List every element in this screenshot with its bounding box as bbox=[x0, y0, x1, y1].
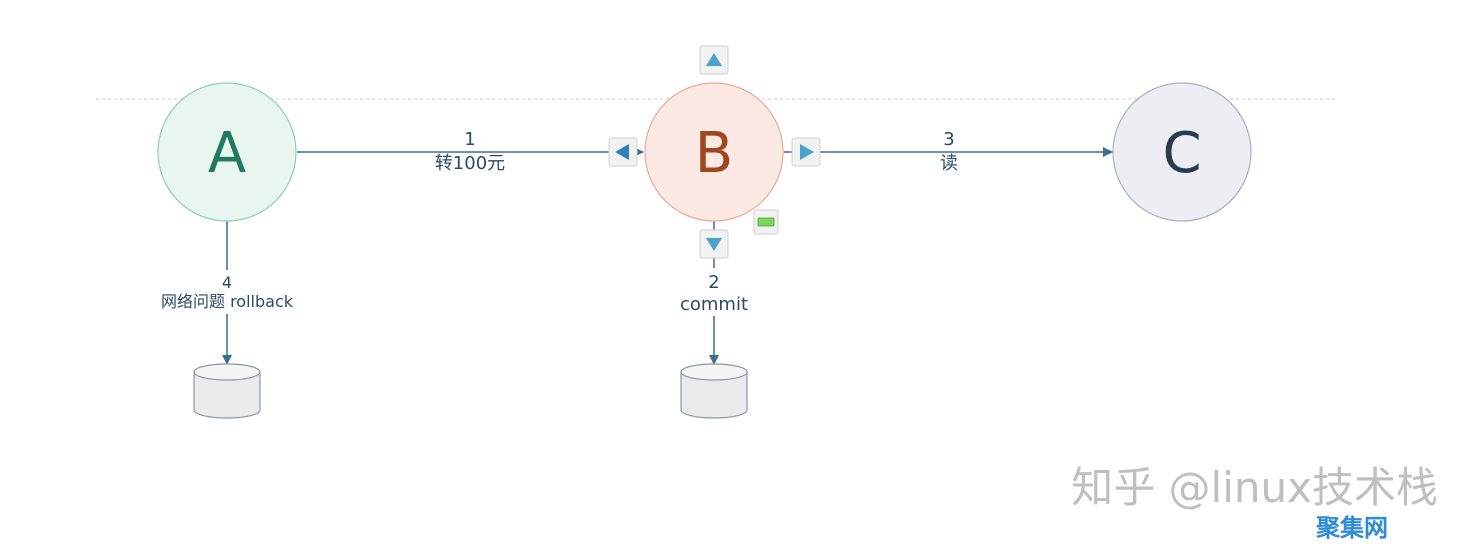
edge-b-to-db-number: 2 bbox=[708, 272, 719, 293]
edge-a-to-db-label-bg bbox=[150, 270, 304, 314]
db-a-top bbox=[193, 363, 261, 381]
db-b-top bbox=[680, 363, 748, 381]
collapse-handle[interactable] bbox=[753, 209, 779, 235]
edge-b-to-db-text: commit bbox=[680, 294, 748, 315]
node-c[interactable]: C bbox=[1112, 82, 1252, 222]
edge-a-to-b-number: 1 bbox=[464, 129, 475, 150]
db-b[interactable] bbox=[680, 363, 748, 419]
arrow-down-handle[interactable] bbox=[699, 229, 729, 259]
node-c-label: C bbox=[1162, 121, 1201, 186]
triangle-up-icon bbox=[706, 53, 722, 66]
edge-b-to-c-text: 读 bbox=[940, 153, 958, 174]
watermark-sub: 聚集网 bbox=[1315, 514, 1388, 542]
edge-b-to-db-label-bg bbox=[670, 268, 758, 316]
db-a[interactable] bbox=[193, 363, 261, 419]
triangle-down-icon bbox=[706, 238, 722, 251]
triangle-left-icon bbox=[615, 144, 629, 160]
edge-a-to-db-number: 4 bbox=[222, 273, 232, 292]
arrow-left-handle[interactable] bbox=[608, 137, 638, 167]
node-a-label: A bbox=[208, 121, 246, 186]
edge-a-to-db-text: 网络问题 rollback bbox=[161, 292, 294, 311]
node-a-circle[interactable] bbox=[157, 82, 297, 222]
node-b-circle[interactable] bbox=[644, 82, 784, 222]
minus-icon bbox=[757, 217, 775, 227]
watermark-text: 知乎 @linux技术栈 bbox=[1071, 463, 1438, 512]
node-c-circle[interactable] bbox=[1112, 82, 1252, 222]
arrow-right-handle[interactable] bbox=[791, 137, 821, 167]
node-a[interactable]: A bbox=[157, 82, 297, 222]
node-b-label: B bbox=[695, 121, 733, 186]
triangle-right-icon bbox=[800, 144, 814, 160]
node-b[interactable]: B bbox=[644, 82, 784, 222]
edge-a-to-b-text: 转100元 bbox=[435, 153, 505, 174]
arrow-up-handle[interactable] bbox=[699, 45, 729, 75]
edge-b-to-c-number: 3 bbox=[943, 129, 954, 150]
